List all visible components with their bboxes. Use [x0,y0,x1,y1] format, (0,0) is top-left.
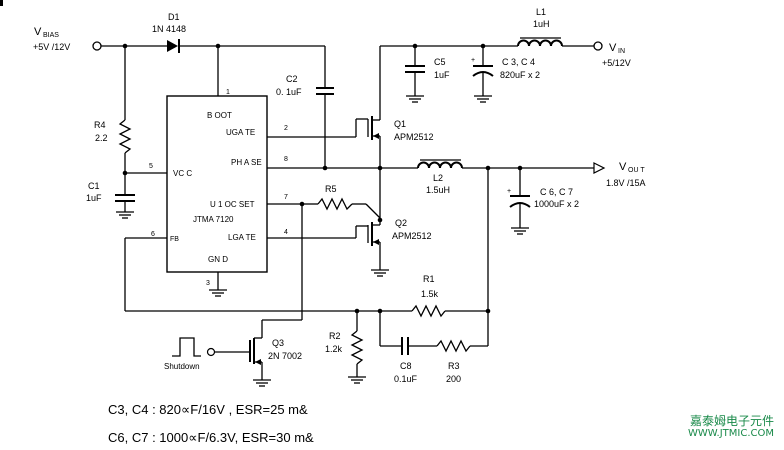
vin-label-sub: IN [618,48,625,55]
ic-pin-lgate: LGA TE [228,233,256,242]
q3-value: 2N 7002 [268,351,302,361]
d1-ref: D1 [168,12,180,22]
resistor-r4: R4 2.2 [94,119,132,154]
capacitor-c6-c7: + C 6, C 7 1000uF x 2 [507,187,579,209]
resistor-r3: R3 200 [436,339,471,384]
svg-text:+: + [471,57,475,64]
capacitor-c5: C5 1uF [405,57,450,80]
ic-pin-gnd: GN D [208,255,228,264]
ic-pin-vcc: VC C [173,169,192,178]
c8-ref: C8 [400,361,412,371]
ground-c3-c4 [474,95,492,103]
c3-c4-ref: C 3, C 4 [502,57,535,67]
c5-ref: C5 [434,57,446,67]
r2-ref: R2 [329,331,341,341]
pin-number-phase: 8 [284,156,288,163]
capacitor-note-c6-c7: C6, C7 : 1000∝F/6.3V, ESR=30 m& [108,430,314,445]
vbias-terminal: V BIAS +5V /12V [33,26,102,52]
watermark-url: WWW.JTMIC.COM [688,428,774,439]
resistor-r2: R2 1.2k [325,330,364,365]
vbias-label-sub: BIAS [43,32,59,39]
vout-terminal: V OU T 1.8V /15A [593,161,646,188]
vin-value: +5/12V [602,58,631,68]
inductor-l2: L2 1.5uH [417,159,463,195]
ground-c1 [116,211,134,219]
r3-ref: R3 [448,361,460,371]
resistor-r1: R1 1.5k [411,274,446,318]
c1-value: 1uF [86,193,102,203]
pin-number-ugate: 2 [284,125,288,132]
r4-ref: R4 [94,120,106,130]
c6-c7-value: 1000uF x 2 [534,199,579,209]
ic-pin-ugate: UGA TE [226,128,255,137]
pin-number-fb: 6 [151,231,155,238]
ic-pin-fb: FB [170,236,179,243]
ground-c5 [406,95,424,103]
q1-value: APM2512 [394,132,434,142]
vin-terminal: V IN +5/12V [593,41,631,68]
l1-value: 1uH [533,19,550,29]
c1-ref: C1 [88,181,100,191]
l2-value: 1.5uH [426,185,450,195]
r5-ref: R5 [325,184,337,194]
r1-value: 1.5k [421,289,439,299]
vout-label-sub: OU T [628,167,645,174]
shutdown-signal: Shutdown [164,337,216,371]
controller-ic-u1: B OOT UGA TE VC C PH A SE U 1 OC SET JTM… [149,89,288,287]
c5-value: 1uF [434,70,450,80]
pin-number-gnd: 3 [206,280,210,287]
r2-value: 1.2k [325,344,343,354]
mosfet-q2: Q2 APM2512 [367,218,432,246]
resistor-r5: R5 [317,184,353,211]
vbias-value: +5V /12V [33,42,70,52]
diode-d1: D1 1N 4148 [152,12,186,53]
r4-value: 2.2 [95,133,108,143]
d1-value: 1N 4148 [152,24,186,34]
ground-q3 [253,379,271,387]
c6-c7-ref: C 6, C 7 [540,187,573,197]
ic-pin-ocset: U 1 OC SET [210,200,255,209]
c3-c4-value: 820uF x 2 [500,70,540,80]
vout-value: 1.8V /15A [606,178,646,188]
mosfet-q3: Q3 2N 7002 [249,337,302,365]
vbias-label: V [34,26,42,38]
ic-pin-boot: B OOT [207,111,232,120]
pin-number-lgate: 4 [284,229,288,236]
svg-text:+: + [507,188,511,195]
r1-ref: R1 [423,274,435,284]
capacitor-c1: C1 1uF [86,181,135,203]
watermark-chinese: 嘉泰姆电子元件 [689,414,774,428]
ground-c6-c7 [511,227,529,235]
q2-ref: Q2 [395,218,407,228]
inductor-l1: L1 1uH [517,7,563,47]
vin-label: V [609,42,617,54]
pin-number-ocset: 7 [284,194,288,201]
q1-ref: Q1 [394,119,406,129]
capacitor-c3-c4: + C 3, C 4 820uF x 2 [471,57,540,80]
ic-part-number: JTMA 7120 [193,215,234,224]
pin-number-boot: 1 [226,89,230,96]
ground-ic [209,289,227,297]
c2-ref: C2 [286,74,298,84]
l2-ref: L2 [433,173,443,183]
mosfet-q1: Q1 APM2512 [367,113,434,142]
ground-q2 [371,269,389,277]
capacitor-c8: C8 0.1uF [394,337,418,384]
q2-value: APM2512 [392,231,432,241]
c2-value: 0. 1uF [276,87,302,97]
ground-r2 [348,376,366,384]
pin-number-vcc: 5 [149,163,153,170]
q3-ref: Q3 [272,338,284,348]
vout-label: V [619,161,627,173]
c8-value: 0.1uF [394,374,418,384]
l1-ref: L1 [536,7,546,17]
r3-value: 200 [446,374,461,384]
shutdown-label: Shutdown [164,362,200,371]
capacitor-note-c3-c4: C3, C4 : 820∝F/16V , ESR=25 m& [108,402,308,417]
ic-pin-phase: PH A SE [231,158,262,167]
